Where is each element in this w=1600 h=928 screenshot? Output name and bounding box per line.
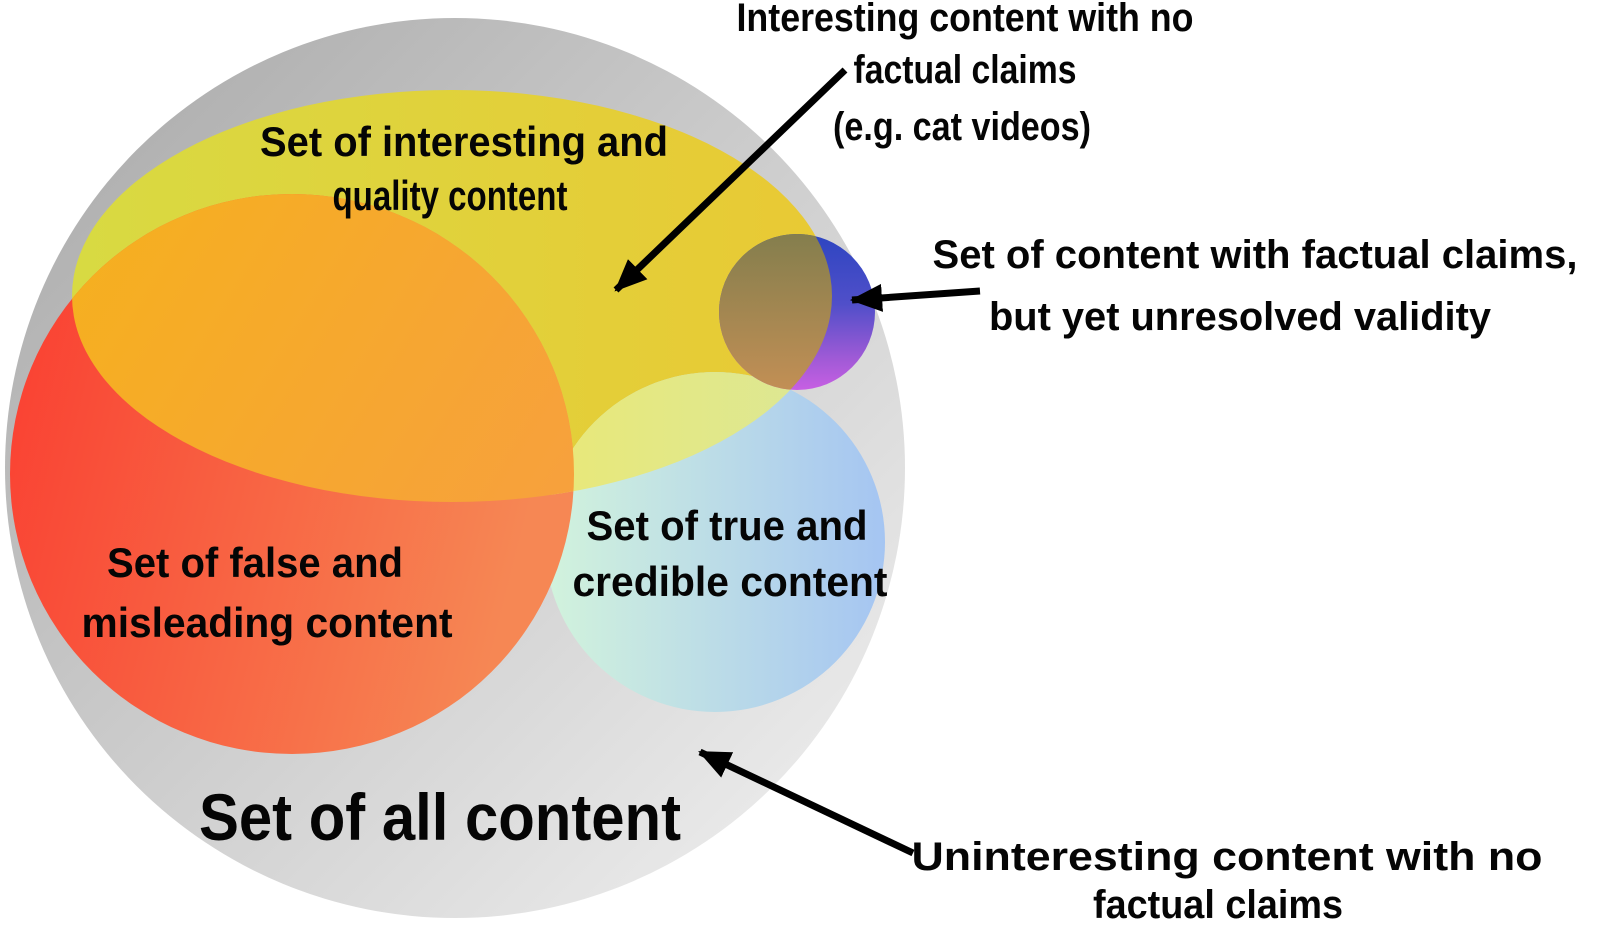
cat-videos-annotation-line1: Interesting content with no [737, 0, 1194, 40]
all-content-label: Set of all content [199, 780, 681, 854]
true-credible-label-line2: credible content [573, 558, 888, 605]
interesting-quality-label-line2: quality content [333, 172, 568, 219]
uninteresting-annotation-line1: Uninteresting content with no [912, 835, 1543, 879]
interesting-quality-label-line1: Set of interesting and [260, 118, 668, 165]
overlap-yellow-red [72, 194, 574, 502]
uninteresting-arrow [698, 748, 915, 857]
cat-videos-annotation-line3: (e.g. cat videos) [833, 105, 1091, 149]
cat-videos-arrow [613, 67, 848, 293]
overlap-yellow-unresolved [719, 234, 832, 390]
unresolved-annotation-line2: but yet unresolved validity [989, 295, 1492, 339]
cat-videos-annotation-line2: factual claims [854, 48, 1077, 92]
unresolved-annotation-line1: Set of content with factual claims, [933, 233, 1578, 277]
unresolved-arrow [849, 283, 981, 312]
uninteresting-annotation-line2: factual claims [1093, 883, 1343, 927]
false-misleading-label-line2: misleading content [82, 599, 453, 646]
true-credible-label-line1: Set of true and [587, 502, 868, 549]
false-misleading-label-line1: Set of false and [107, 539, 403, 586]
